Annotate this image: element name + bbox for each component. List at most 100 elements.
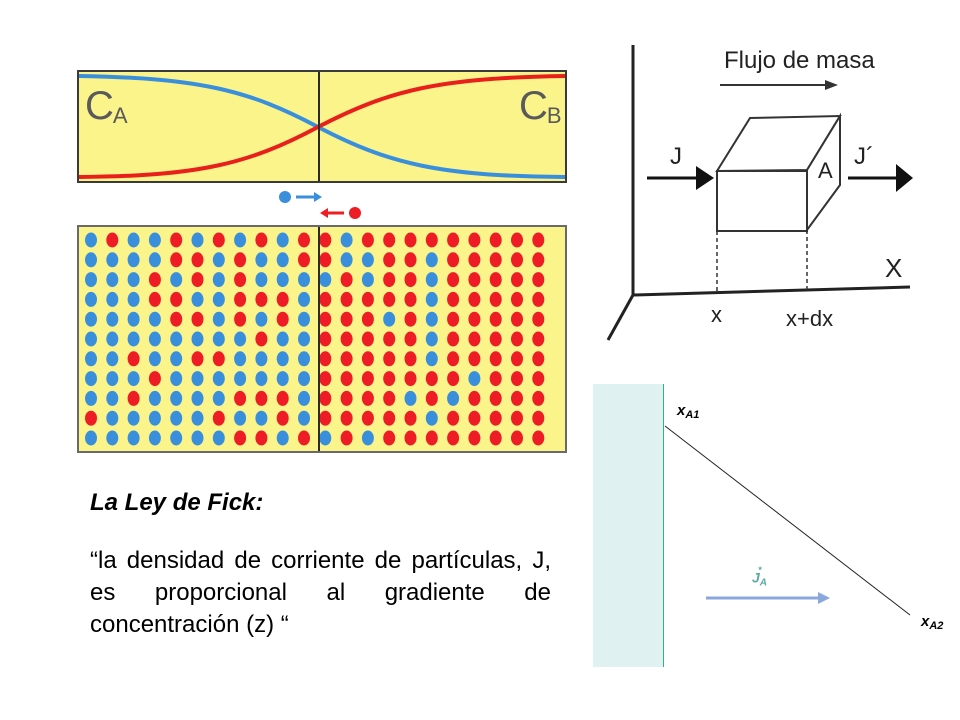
red-particle (234, 252, 247, 268)
blue-particle (85, 430, 97, 446)
flow-title: Flujo de masa (724, 47, 875, 74)
red-particle (404, 291, 417, 307)
blue-particle (212, 371, 225, 387)
blue-particle (127, 252, 140, 268)
red-particle (425, 430, 438, 446)
blue-particle (234, 351, 247, 367)
red-particle (349, 207, 361, 219)
red-particle (276, 311, 289, 327)
blue-particle (425, 331, 438, 347)
blue-particle (106, 390, 119, 406)
blue-particle (425, 272, 438, 288)
blue-particle (148, 232, 161, 248)
red-particle (319, 291, 332, 307)
red-particle (532, 390, 545, 406)
blue-particle (85, 390, 97, 406)
red-particle (383, 291, 396, 307)
red-particle (404, 232, 417, 248)
red-particle (468, 291, 481, 307)
blue-particle (276, 252, 289, 268)
red-particle (148, 272, 161, 288)
in-arrowhead-icon (696, 166, 714, 190)
red-particle (447, 252, 460, 268)
red-particle (511, 252, 523, 268)
red-particle (212, 351, 225, 367)
blue-particle (468, 371, 481, 387)
blue-particle (148, 252, 161, 268)
red-particle (511, 232, 523, 248)
red-particle (447, 430, 460, 446)
blue-particle (191, 371, 204, 387)
flux-out-label: J´ (854, 143, 874, 170)
red-particle (276, 291, 289, 307)
red-particle (148, 291, 161, 307)
red-particle (319, 410, 332, 426)
blue-particle (85, 232, 97, 248)
red-particle (361, 351, 374, 367)
red-particle (319, 232, 332, 248)
red-particle (447, 232, 460, 248)
blue-particle (212, 331, 225, 347)
blue-particle (127, 331, 140, 347)
red-particle (148, 371, 161, 387)
blue-particle (127, 410, 140, 426)
red-particle (255, 430, 268, 446)
red-particle (468, 410, 481, 426)
red-particle (511, 430, 523, 446)
red-particle (85, 410, 97, 426)
red-particle (383, 390, 396, 406)
blue-particle (127, 272, 140, 288)
red-particle (340, 311, 353, 327)
out-arrowhead-icon (896, 164, 913, 192)
red-particle (532, 232, 545, 248)
blue-particle (191, 410, 204, 426)
blue-particle (425, 252, 438, 268)
red-particle (404, 351, 417, 367)
red-particle (212, 410, 225, 426)
red-particle (361, 311, 374, 327)
blue-particle (170, 410, 183, 426)
red-particle (361, 291, 374, 307)
red-particle (319, 351, 332, 367)
fick-law-title: La Ley de Fick: (90, 489, 264, 516)
red-particle (532, 291, 545, 307)
blue-particle (276, 351, 289, 367)
red-particle (361, 371, 374, 387)
red-particle (511, 410, 523, 426)
red-particle (447, 410, 460, 426)
blue-particle (85, 252, 97, 268)
blue-particle (425, 410, 438, 426)
red-particle (489, 390, 502, 406)
blue-particle (234, 371, 247, 387)
red-particle (319, 311, 332, 327)
blue-particle (170, 430, 183, 446)
blue-particle (148, 331, 161, 347)
red-particle (298, 430, 310, 446)
red-particle (532, 351, 545, 367)
blue-particle (298, 272, 310, 288)
red-particle (106, 232, 119, 248)
blue-particle (212, 272, 225, 288)
red-particle (468, 311, 481, 327)
red-particle (361, 390, 374, 406)
blue-particle (361, 430, 374, 446)
red-particle (489, 232, 502, 248)
exchange-arrows (279, 191, 361, 219)
blue-particle (191, 390, 204, 406)
red-particle (383, 410, 396, 426)
depth-axis (606, 294, 635, 341)
red-particle (511, 390, 523, 406)
red-particle (234, 272, 247, 288)
blue-particle (425, 351, 438, 367)
red-particle (383, 351, 396, 367)
red-particle (489, 371, 502, 387)
red-particle (511, 272, 523, 288)
mass-flow-diagram: Flujo de masa A J J´ X x x+dx (606, 45, 913, 341)
red-particle (383, 371, 396, 387)
blue-particle (212, 430, 225, 446)
red-particle (255, 331, 268, 347)
blue-particle (85, 351, 97, 367)
red-particle (340, 371, 353, 387)
blue-particle (340, 232, 353, 248)
concentration-profile-line (664, 425, 911, 616)
